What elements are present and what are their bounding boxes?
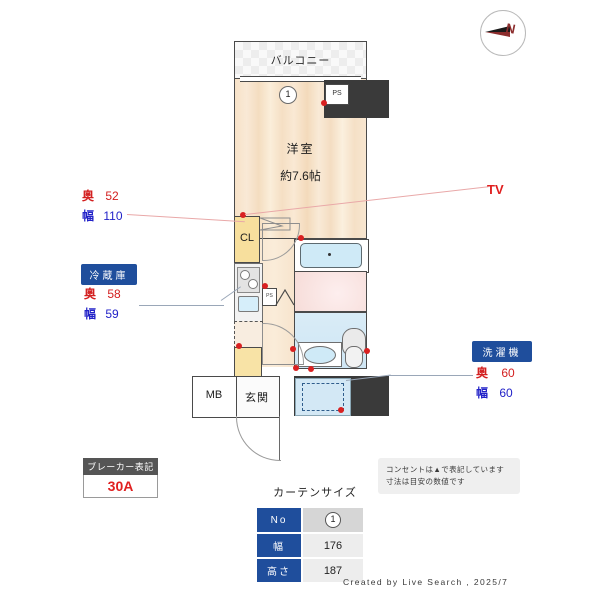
closet-width-value: 110 — [103, 209, 123, 223]
balcony-window — [240, 76, 361, 82]
bath-room-area — [294, 271, 367, 312]
closet-area — [234, 216, 260, 263]
wash-basin — [304, 346, 336, 364]
closet-depth-row: 奥 52 — [82, 187, 119, 204]
washer-depth-key: 奥 — [476, 366, 489, 380]
main-room-name: 洋室 — [286, 142, 315, 156]
curtain-size-title: カーテンサイズ — [273, 487, 357, 499]
curtain-size-table: No 1 幅 176 高さ 187 — [255, 506, 365, 584]
washer-width-key: 幅 — [476, 386, 489, 400]
outlet-marker-icon — [298, 235, 304, 241]
closet-width-key: 幅 — [82, 209, 95, 223]
curtain-row-value: 176 — [303, 534, 363, 557]
curtain-row-header: 幅 — [257, 534, 301, 557]
outlet-marker-icon — [364, 348, 370, 354]
breaker-box: ブレーカー表記 30A — [83, 458, 158, 498]
stove-burner-icon — [248, 279, 258, 289]
outlet-marker-icon — [308, 366, 314, 372]
closet-label: CL — [239, 232, 255, 244]
washer-width-row: 幅 60 — [476, 384, 513, 401]
shoe-cabinet — [234, 347, 262, 378]
entrance-door-swing-icon — [236, 416, 281, 461]
curtain-row-header: 高さ — [257, 559, 301, 582]
table-row: 高さ 187 — [257, 559, 363, 582]
outlet-marker-icon — [240, 212, 246, 218]
outlet-marker-icon — [293, 365, 299, 371]
compass-ring — [480, 10, 526, 56]
balcony-label: バルコニー — [270, 55, 331, 67]
pipe-shaft-top-label: PS — [325, 84, 349, 105]
meter-box-label: MB — [205, 389, 223, 401]
tv-label: TV — [487, 182, 504, 197]
breaker-value: 30A — [83, 475, 158, 498]
outlet-marker-icon — [236, 343, 242, 349]
refrigerator-badge: 冷蔵庫 — [81, 264, 137, 285]
compass-rose: N — [476, 6, 528, 58]
washer-width-value: 60 — [499, 386, 513, 400]
legend-note-line2: 寸法は目安の数値です — [386, 477, 465, 486]
fridge-width-row: 幅 59 — [84, 305, 119, 322]
washer-pan-outline — [302, 383, 344, 411]
kitchen-sink — [238, 296, 259, 312]
washer-depth-row: 奥 60 — [476, 364, 515, 381]
curtain-row-header: No — [257, 508, 301, 532]
fridge-depth-row: 奥 58 — [84, 285, 121, 302]
fridge-width-key: 幅 — [84, 307, 97, 321]
main-room-size: 約7.6帖 — [280, 169, 321, 183]
curtain-no-value: 1 — [325, 512, 341, 528]
pipe-shaft-mid-label: PS — [262, 288, 277, 306]
fridge-leader-line — [139, 305, 224, 306]
floor-plan: バルコニー 1 PS 洋室 約7.6帖 CL PS MB 玄関 — [192, 40, 420, 461]
water-heater-icon — [275, 288, 295, 306]
fridge-depth-key: 奥 — [84, 287, 97, 301]
curtain-row-value: 187 — [303, 559, 363, 582]
legend-note: コンセントは▲で表記しています 寸法は目安の数値です — [378, 458, 520, 494]
outlet-marker-icon — [290, 346, 296, 352]
toilet-base — [345, 346, 363, 368]
entrance-area — [236, 376, 280, 418]
washer-badge: 洗濯機 — [472, 341, 532, 362]
washer-leader-line — [388, 375, 473, 376]
legend-note-line1: コンセントは▲で表記しています — [386, 465, 505, 474]
credit-text: Created by Live Search , 2025/7 — [343, 577, 509, 587]
entrance-door-leaf — [279, 416, 281, 460]
closet-depth-value: 52 — [105, 189, 119, 203]
bathtub — [300, 243, 362, 268]
closet-width-row: 幅 110 — [82, 207, 123, 224]
stove-burner-icon — [240, 270, 250, 280]
fridge-width-value: 59 — [105, 307, 119, 321]
closet-depth-key: 奥 — [82, 189, 95, 203]
window-marker-1: 1 — [279, 86, 297, 104]
table-row: No 1 — [257, 508, 363, 532]
outlet-marker-icon — [338, 407, 344, 413]
washer-depth-value: 60 — [501, 366, 515, 380]
table-row: 幅 176 — [257, 534, 363, 557]
outlet-marker-icon — [262, 283, 268, 289]
entrance-label: 玄関 — [245, 392, 269, 404]
fridge-depth-value: 58 — [107, 287, 121, 301]
breaker-title: ブレーカー表記 — [83, 458, 158, 475]
curtain-row-value: 1 — [303, 508, 363, 532]
bathtub-drain-icon — [328, 253, 331, 256]
outlet-marker-icon — [321, 100, 327, 106]
